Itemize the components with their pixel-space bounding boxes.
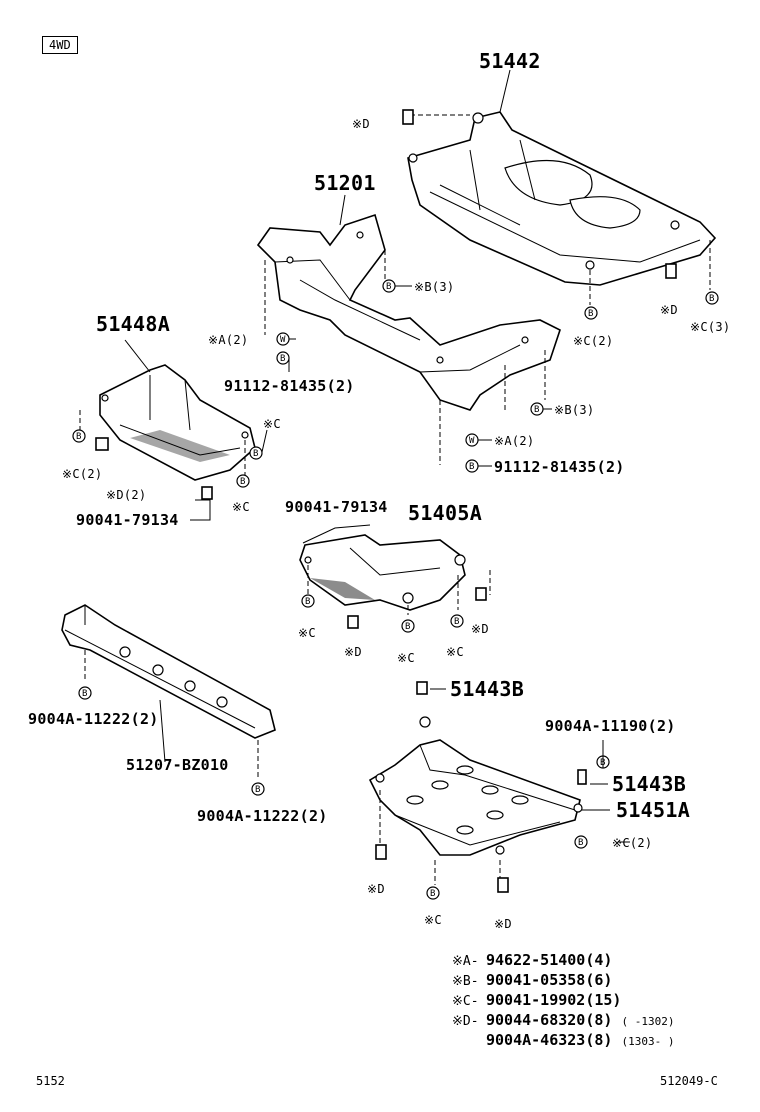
- part-label-51201[interactable]: 51201: [314, 171, 376, 195]
- legend-row[interactable]: ※D-90044-68320(8) ( -1302): [452, 1011, 675, 1029]
- footer-left-code: 5152: [36, 1074, 65, 1088]
- callout-b3-lower: ※B(3): [554, 403, 595, 417]
- callout-c2-448a: ※C(2): [62, 467, 103, 481]
- callout-d-right: ※D: [660, 303, 678, 317]
- svg-text:W: W: [469, 436, 475, 446]
- callout-9004a-11190[interactable]: 9004A-11190(2): [545, 717, 676, 735]
- part-51442-shape: [407, 69, 717, 305]
- part-label-51451A[interactable]: 51451A: [616, 798, 691, 822]
- svg-text:B: B: [469, 462, 474, 472]
- marker-circles: B W B B B B W B B B B B B B B B B B B: [72, 279, 719, 900]
- svg-text:B: B: [578, 838, 583, 848]
- svg-text:B: B: [588, 309, 593, 319]
- footer-right-code: 512049-C: [660, 1074, 718, 1088]
- legend-row[interactable]: ※A-94622-51400(4): [452, 951, 613, 969]
- svg-text:B: B: [534, 405, 539, 415]
- svg-text:B: B: [280, 354, 285, 364]
- callout-d-451b: ※D: [494, 917, 512, 931]
- callout-d-405b: ※D: [471, 622, 489, 636]
- callout-d-451a: ※D: [367, 882, 385, 896]
- callout-c2-451a: ※C(2): [612, 836, 653, 850]
- part-51451A-shape: [368, 681, 587, 885]
- callout-a2-right: ※A(2): [494, 434, 535, 448]
- callout-d-405a: ※D: [344, 645, 362, 659]
- callout-9004a-11222-a[interactable]: 9004A-11222(2): [28, 710, 159, 728]
- part-label-51442[interactable]: 51442: [479, 49, 541, 73]
- svg-text:B: B: [253, 449, 258, 459]
- callout-c-451a: ※C: [424, 913, 442, 927]
- callout-c-448b: ※C: [232, 500, 250, 514]
- callout-9004a-11222-b[interactable]: 9004A-11222(2): [197, 807, 328, 825]
- callout-bolt-left[interactable]: 91112-81435(2): [224, 377, 355, 395]
- part-51207-shape: [61, 604, 276, 780]
- legend-row[interactable]: 9004A-46323(8) (1303- ): [486, 1031, 675, 1049]
- callout-c2-mid: ※C(2): [573, 334, 614, 348]
- badge-4wd: 4WD: [42, 36, 78, 54]
- fastener-legend: ※A-94622-51400(4) ※B-90041-05358(6) ※C-9…: [452, 951, 674, 1051]
- part-label-51405A[interactable]: 51405A: [408, 501, 483, 525]
- callout-c-448a: ※C: [263, 417, 281, 431]
- callout-90041-79134-left[interactable]: 90041-79134: [76, 511, 179, 529]
- svg-text:W: W: [280, 335, 286, 345]
- callout-c3-right: ※C(3): [690, 320, 731, 334]
- fasteners: [95, 109, 677, 893]
- part-label-51448A[interactable]: 51448A: [96, 312, 171, 336]
- svg-text:B: B: [76, 432, 81, 442]
- legend-row[interactable]: ※C-90041-19902(15): [452, 991, 622, 1009]
- callout-c-405b: ※C: [397, 651, 415, 665]
- svg-text:B: B: [454, 617, 459, 627]
- svg-text:B: B: [305, 597, 310, 607]
- callout-c-405c: ※C: [446, 645, 464, 659]
- part-label-51443B-top[interactable]: 51443B: [450, 677, 525, 701]
- part-label-51443B-right[interactable]: 51443B: [612, 772, 687, 796]
- callout-b3-upper: ※B(3): [414, 280, 455, 294]
- svg-text:B: B: [255, 785, 260, 795]
- callout-90041-79134-mid[interactable]: 90041-79134: [285, 498, 388, 516]
- callout-c-405a: ※C: [298, 626, 316, 640]
- svg-text:B: B: [405, 622, 410, 632]
- svg-text:B: B: [82, 689, 87, 699]
- callout-bolt-right[interactable]: 91112-81435(2): [494, 458, 625, 476]
- callout-d2-448a: ※D(2): [106, 488, 147, 502]
- leader-lines: [190, 285, 630, 843]
- svg-text:B: B: [240, 477, 245, 487]
- part-51405A-shape: [299, 534, 491, 615]
- callout-a2-left: ※A(2): [208, 333, 249, 347]
- svg-text:B: B: [386, 282, 391, 292]
- part-51201-shape: [256, 194, 561, 465]
- svg-text:B: B: [709, 294, 714, 304]
- part-51448A-shape: [79, 339, 256, 500]
- part-label-51207-bz010[interactable]: 51207-BZ010: [126, 756, 229, 774]
- legend-row[interactable]: ※B-90041-05358(6): [452, 971, 613, 989]
- svg-text:B: B: [430, 889, 435, 899]
- callout-d-top: ※D: [352, 117, 370, 131]
